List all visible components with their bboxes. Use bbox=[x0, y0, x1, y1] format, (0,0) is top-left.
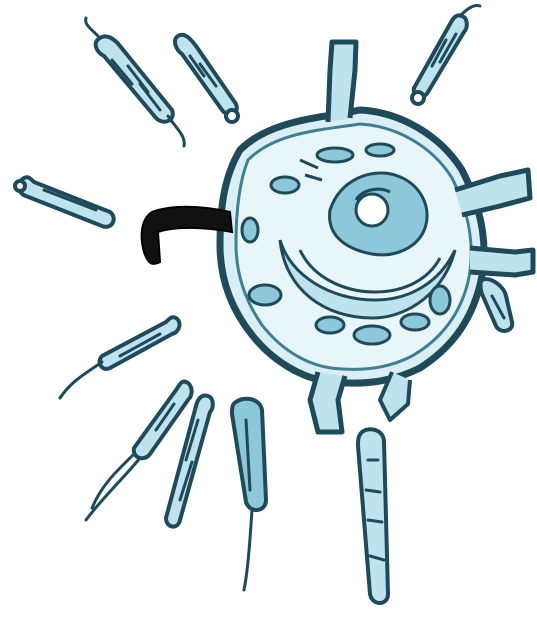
bacterium-top-left-b bbox=[175, 35, 238, 122]
bacterium-top-left-a bbox=[86, 18, 185, 146]
bacterium-bottom-right bbox=[358, 429, 388, 603]
bacterium-bottom-b bbox=[232, 399, 266, 590]
bacterium-left bbox=[15, 177, 114, 227]
bacterium-lower-left bbox=[60, 317, 179, 398]
bacterium-right bbox=[481, 279, 513, 331]
bacterium-top-right bbox=[412, 5, 480, 104]
